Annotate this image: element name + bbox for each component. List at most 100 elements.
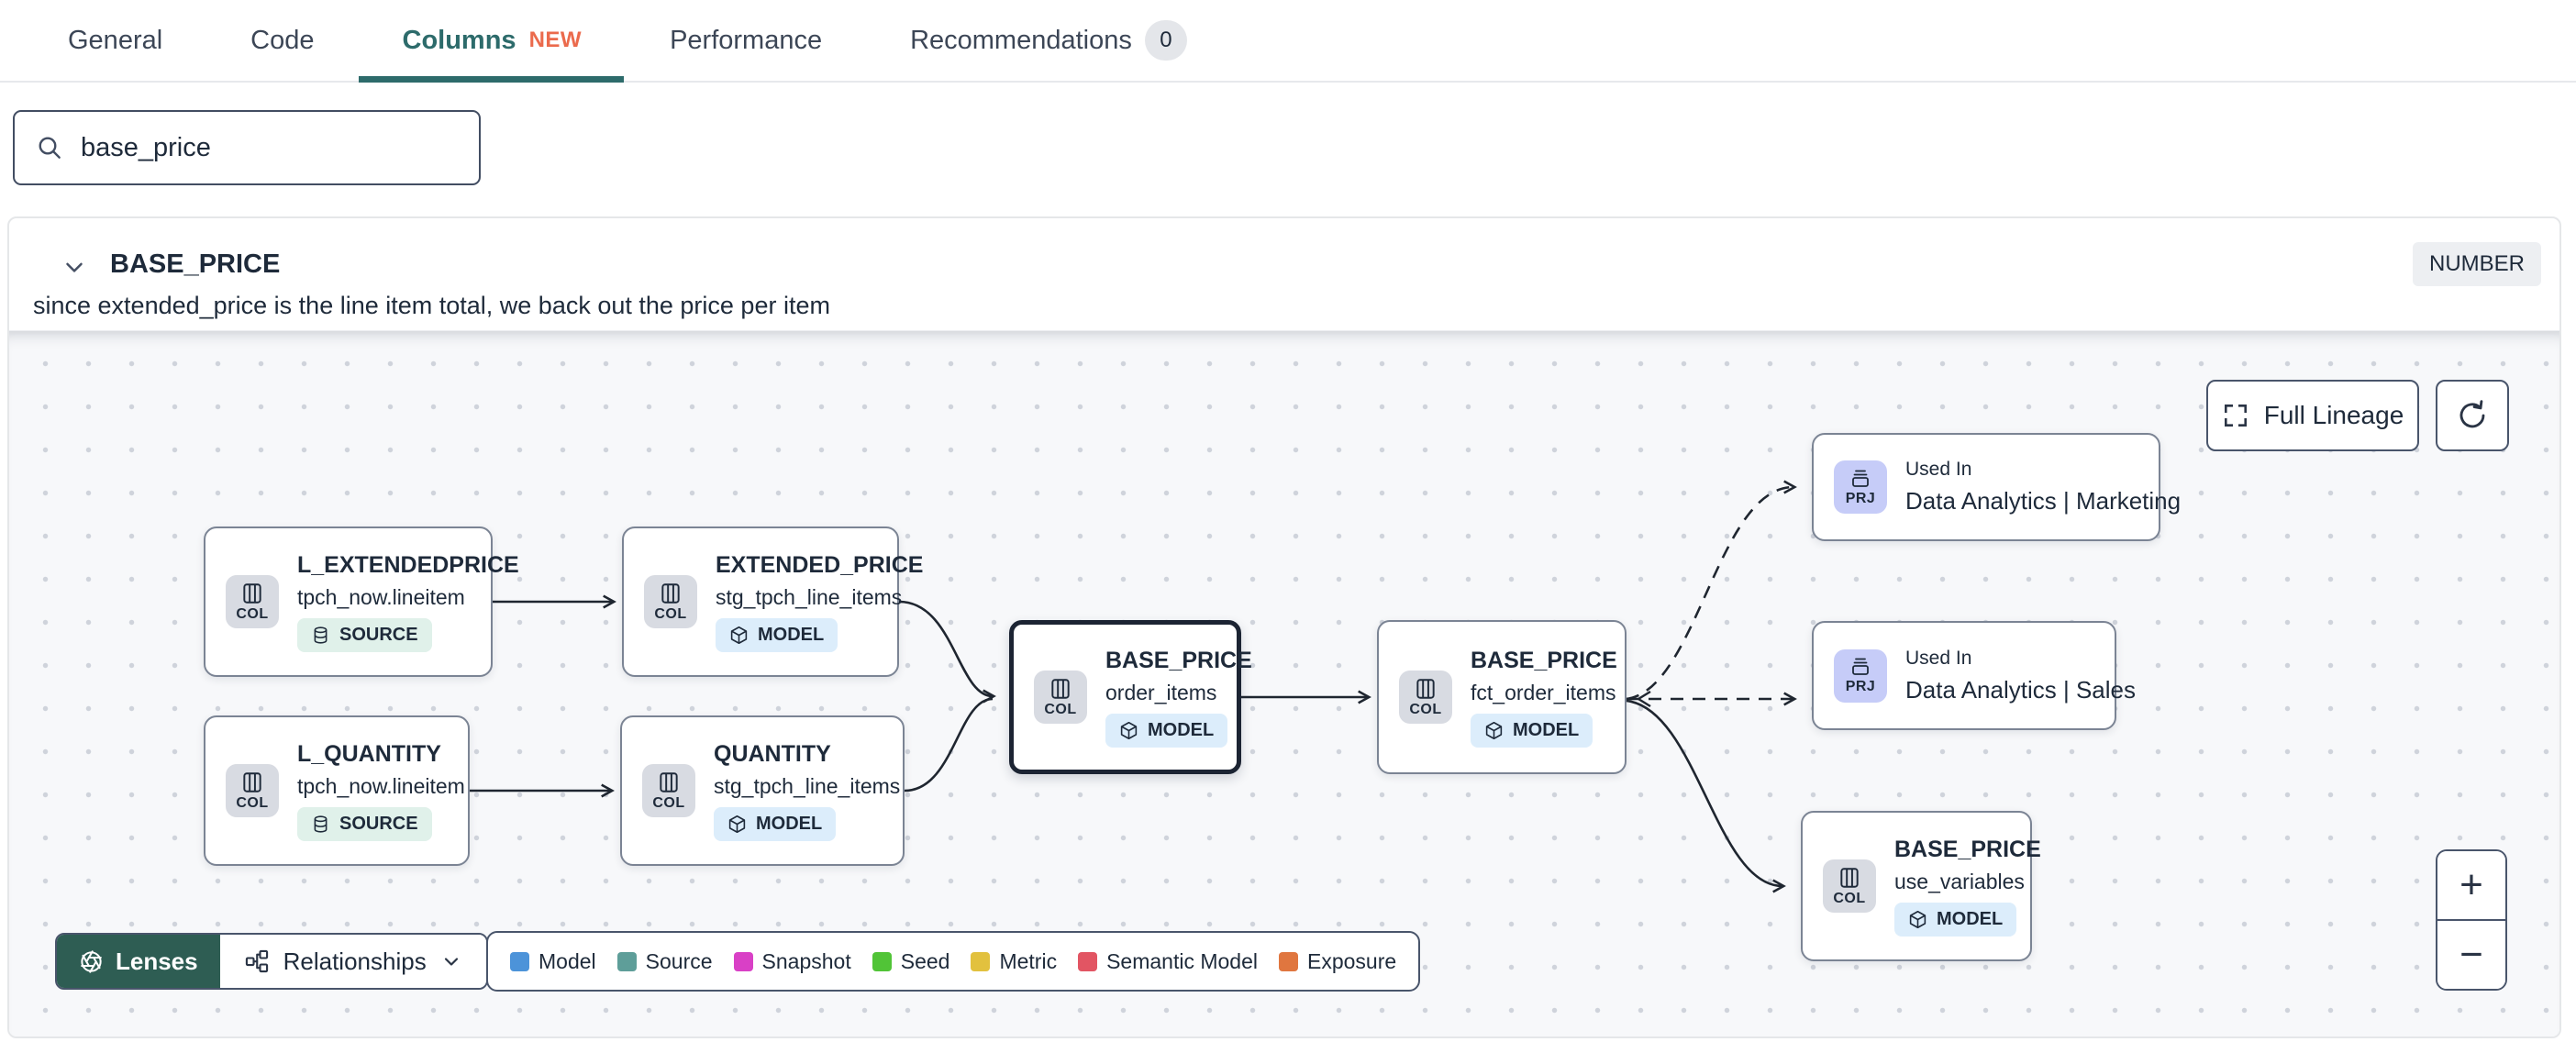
tab-label: Performance [670, 25, 823, 55]
column-icon: COL [226, 764, 279, 817]
legend-label: Seed [900, 948, 950, 973]
tab-label: Code [250, 25, 315, 55]
legend-label: Snapshot [761, 948, 851, 973]
tab-columns[interactable]: Columns NEW [358, 0, 624, 83]
legend-item-exposure: Exposure [1279, 949, 1396, 974]
node-pre-title: Used In [1905, 647, 1972, 669]
tab-performance[interactable]: Performance [670, 0, 822, 81]
columns-icon [243, 771, 261, 793]
node-title: Data Analytics | Sales [1905, 675, 2136, 704]
zoom-control: + − [2436, 849, 2507, 991]
node-title: BASE_PRICE [1105, 647, 1252, 673]
cube-icon [1120, 721, 1138, 739]
relationships-dropdown[interactable]: Relationships [219, 935, 486, 988]
model-badge: MODEL [716, 617, 838, 652]
model-badge: MODEL [1894, 902, 2017, 937]
columns-icon [1051, 678, 1070, 699]
node-subtitle: fct_order_items [1471, 680, 1616, 704]
database-icon [314, 626, 328, 644]
lineage-edges [470, 331, 2559, 1036]
node-title: L_EXTENDEDPRICE [297, 551, 519, 578]
columns-icon [1840, 867, 1859, 888]
lineage-node-extended-price[interactable]: COL EXTENDED_PRICE stg_tpch_line_items M… [622, 526, 923, 677]
node-subtitle: tpch_now.lineitem [297, 773, 465, 798]
collapse-chevron-icon[interactable] [61, 253, 88, 281]
tab-general[interactable]: General [68, 0, 162, 81]
node-title: QUANTITY [714, 740, 831, 767]
lineage-node-l-extendedprice[interactable]: COL L_EXTENDEDPRICE tpch_now.lineitem SO… [204, 526, 519, 677]
legend-item-metric: Metric [971, 949, 1057, 974]
zoom-in-button[interactable]: + [2437, 851, 2505, 921]
column-name: BASE_PRICE [110, 249, 281, 279]
lineage-canvas[interactable]: COL L_EXTENDEDPRICE tpch_now.lineitem SO… [9, 330, 2559, 1036]
full-lineage-button[interactable]: Full Lineage [2206, 380, 2419, 451]
cube-icon [1909, 910, 1926, 928]
legend-label: Source [645, 948, 713, 973]
legend-label: Exposure [1307, 948, 1397, 973]
new-badge: NEW [528, 28, 583, 52]
node-subtitle: use_variables [1894, 869, 2025, 893]
tab-label: Columns [402, 25, 516, 55]
node-title: L_QUANTITY [297, 740, 441, 767]
column-icon: COL [1399, 671, 1452, 724]
cube-icon [728, 815, 746, 833]
lineage-node-base-price-fct-order-items[interactable]: COL BASE_PRICE fct_order_items MODEL [1377, 620, 1627, 774]
lineage-node-used-in-sales[interactable]: PRJ Used In Data Analytics | Sales [1812, 621, 2136, 730]
lineage-node-used-in-marketing[interactable]: PRJ Used In Data Analytics | Marketing [1812, 433, 2181, 541]
legend-label: Model [539, 948, 596, 973]
lineage-node-quantity[interactable]: COL QUANTITY stg_tpch_line_items MODEL [620, 715, 905, 866]
column-icon: COL [642, 764, 695, 817]
tab-bar: General Code Columns NEW Performance Rec… [0, 0, 2576, 83]
database-icon [314, 815, 328, 833]
columns-icon [661, 582, 680, 604]
legend-item-semantic-model: Semantic Model [1078, 949, 1258, 974]
node-title: Data Analytics | Marketing [1905, 487, 2182, 515]
columns-icon [243, 582, 261, 604]
column-description: since extended_price is the line item to… [33, 292, 830, 319]
legend-swatch [733, 951, 753, 971]
column-icon: COL [1823, 859, 1876, 913]
legend-item-source: Source [616, 948, 713, 974]
column-icon: COL [644, 575, 697, 628]
columns-icon [660, 771, 678, 793]
source-badge: SOURCE [297, 806, 432, 841]
lenses-button[interactable]: Lenses [57, 935, 220, 988]
cube-icon [1485, 721, 1503, 739]
column-icon: COL [226, 575, 279, 628]
archive-icon [1852, 658, 1869, 675]
lineage-node-base-price-use-variables[interactable]: COL BASE_PRICE use_variables MODEL [1801, 811, 2041, 961]
fullscreen-icon [2224, 405, 2247, 427]
legend-label: Semantic Model [1106, 948, 1258, 973]
project-icon: PRJ [1834, 460, 1887, 514]
node-title: EXTENDED_PRICE [716, 551, 924, 578]
legend-item-seed: Seed [872, 948, 950, 974]
column-icon: COL [1034, 671, 1087, 724]
lineage-node-l-quantity[interactable]: COL L_QUANTITY tpch_now.lineitem SOURCE [204, 715, 470, 866]
refresh-button[interactable] [2436, 380, 2509, 451]
node-subtitle: stg_tpch_line_items [716, 584, 903, 609]
tab-recommendations[interactable]: Recommendations 0 [910, 0, 1187, 81]
legend-swatch [1279, 951, 1298, 971]
legend-swatch [971, 951, 991, 971]
node-pre-title: Used In [1905, 459, 1972, 480]
tab-code[interactable]: Code [250, 0, 314, 81]
relationships-icon [245, 949, 268, 973]
tab-label: Recommendations [910, 25, 1132, 55]
columns-icon [1416, 678, 1435, 699]
lineage-node-base-price-order-items[interactable]: COL BASE_PRICE order_items MODEL [1009, 620, 1252, 774]
tab-label: General [68, 25, 163, 55]
legend: Model Source Snapshot Seed Metric [486, 931, 1421, 992]
search-icon [39, 137, 61, 159]
model-badge: MODEL [714, 806, 837, 841]
column-card-header: BASE_PRICE NUMBER since extended_price i… [9, 218, 2559, 330]
legend-label: Metric [999, 948, 1058, 973]
source-badge: SOURCE [297, 617, 432, 652]
search-input[interactable] [81, 132, 459, 163]
zoom-out-button[interactable]: − [2437, 921, 2505, 989]
node-subtitle: order_items [1105, 680, 1217, 704]
column-card: BASE_PRICE NUMBER since extended_price i… [7, 216, 2561, 1038]
model-badge: MODEL [1471, 713, 1593, 748]
chevron-down-icon [444, 958, 458, 966]
column-search [13, 110, 481, 185]
